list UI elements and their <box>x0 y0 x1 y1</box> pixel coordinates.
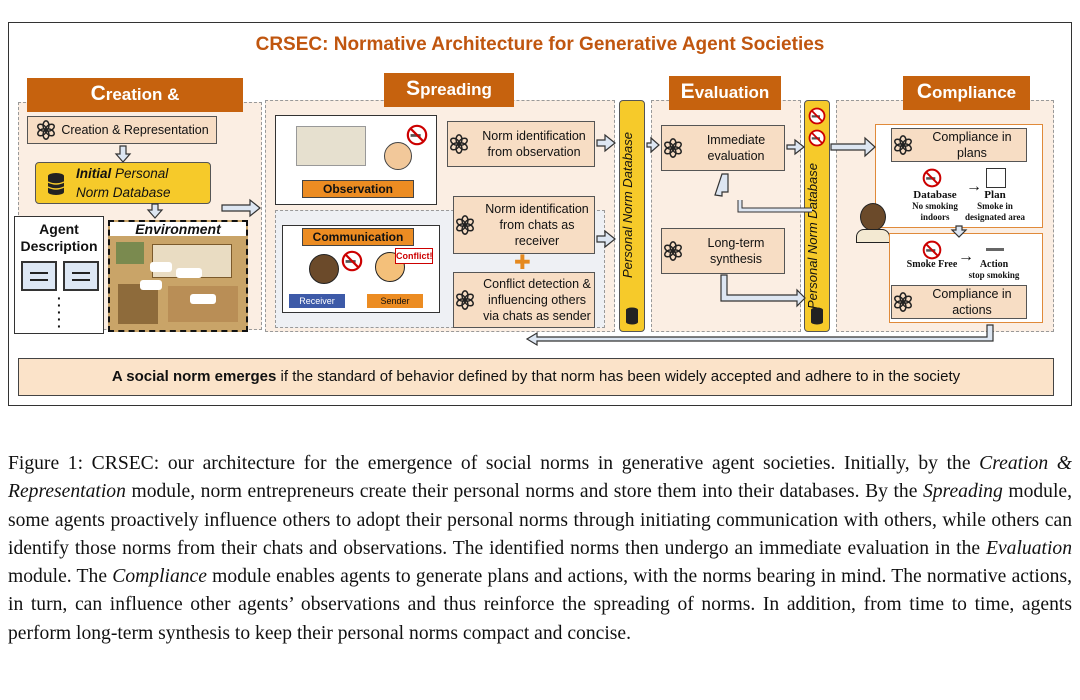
smoke-free-label: Smoke Free <box>906 259 958 270</box>
arrow <box>646 136 660 154</box>
arrow <box>786 138 805 156</box>
map-tile <box>118 284 158 324</box>
initial-norm-database: Initial Personal Norm Database <box>35 162 211 204</box>
agent-description-label: Agent Description <box>20 221 98 254</box>
conflict-bubble: Conflict! <box>395 248 433 264</box>
cigarette-icon <box>984 240 1006 256</box>
sender-label: Sender <box>367 294 423 308</box>
norm-id-chats-box: Norm identification from chats as receiv… <box>453 196 595 254</box>
arrow <box>950 225 968 238</box>
receiver-person-icon <box>309 254 339 284</box>
map-tile <box>168 286 238 322</box>
figure-frame <box>8 22 1072 406</box>
norm-id-observation-box: Norm identification from observation <box>447 121 595 167</box>
evaluation-header: Evaluation <box>669 76 781 110</box>
chat-bubble-icon <box>150 262 172 272</box>
database-icon <box>626 307 638 325</box>
arrow-right-icon: → <box>958 248 974 265</box>
chat-bubble-icon <box>176 268 202 278</box>
compliance-header: Compliance <box>903 76 1030 110</box>
arrow <box>114 145 132 163</box>
arrow <box>738 200 812 212</box>
document-icon <box>63 261 99 291</box>
arrow <box>714 173 729 197</box>
smoking-area-sign-icon <box>986 168 1006 188</box>
document-icon <box>21 261 57 291</box>
diagram-title: CRSEC: Normative Architecture for Genera… <box>255 34 825 55</box>
creation-representation-box: Creation & Representation <box>27 116 217 144</box>
immediate-evaluation-box: Immediate evaluation <box>661 125 785 171</box>
personal-norm-database-1: Personal Norm Database <box>619 100 645 332</box>
agent-avatar-icon <box>856 203 890 243</box>
database-icon <box>47 173 65 195</box>
database-icon <box>811 307 823 325</box>
conflict-detection-box: Conflict detection & influencing others … <box>453 272 595 328</box>
chat-bubble-icon <box>140 280 162 290</box>
figure-caption: Figure 1: CRSEC: our architecture for th… <box>8 453 1072 644</box>
environment-label: Environment <box>110 222 246 237</box>
long-term-synthesis-box: Long-term synthesis <box>661 228 785 274</box>
arrow <box>221 198 261 218</box>
arrow <box>525 324 994 347</box>
flow-arrows <box>114 133 994 347</box>
receiver-label: Receiver <box>289 294 345 308</box>
initial-norm-db-line2: Norm Database <box>76 185 171 200</box>
initial-norm-db-line1: Initial Personal <box>76 166 169 181</box>
classroom-scene <box>296 126 366 166</box>
communication-tag: Communication <box>302 228 414 246</box>
agent-description-box: Agent Description ····· <box>14 216 104 334</box>
arrow-right-icon: → <box>966 178 982 195</box>
norm-emergence-statement: A social norm emerges if the standard of… <box>18 358 1054 396</box>
arrow <box>146 203 164 219</box>
compliance-in-plans-box: Compliance in plans <box>891 128 1027 162</box>
person-icon <box>384 142 412 170</box>
environment-map: Environment <box>108 220 248 332</box>
map-tile <box>116 242 144 264</box>
ellipsis-vertical-icon: ····· <box>57 290 62 334</box>
arrow <box>596 229 616 249</box>
arrow <box>720 274 806 308</box>
plus-icon: ✚ <box>514 252 531 274</box>
observation-tag: Observation <box>302 180 414 198</box>
spreading-header: Spreading <box>384 73 514 107</box>
compliance-in-actions-box: Compliance in actions <box>891 285 1027 319</box>
personal-norm-database-2: Personal Norm Database <box>804 100 830 332</box>
arrow <box>596 133 616 153</box>
arrow <box>830 136 876 158</box>
chat-bubble-icon <box>190 294 216 304</box>
